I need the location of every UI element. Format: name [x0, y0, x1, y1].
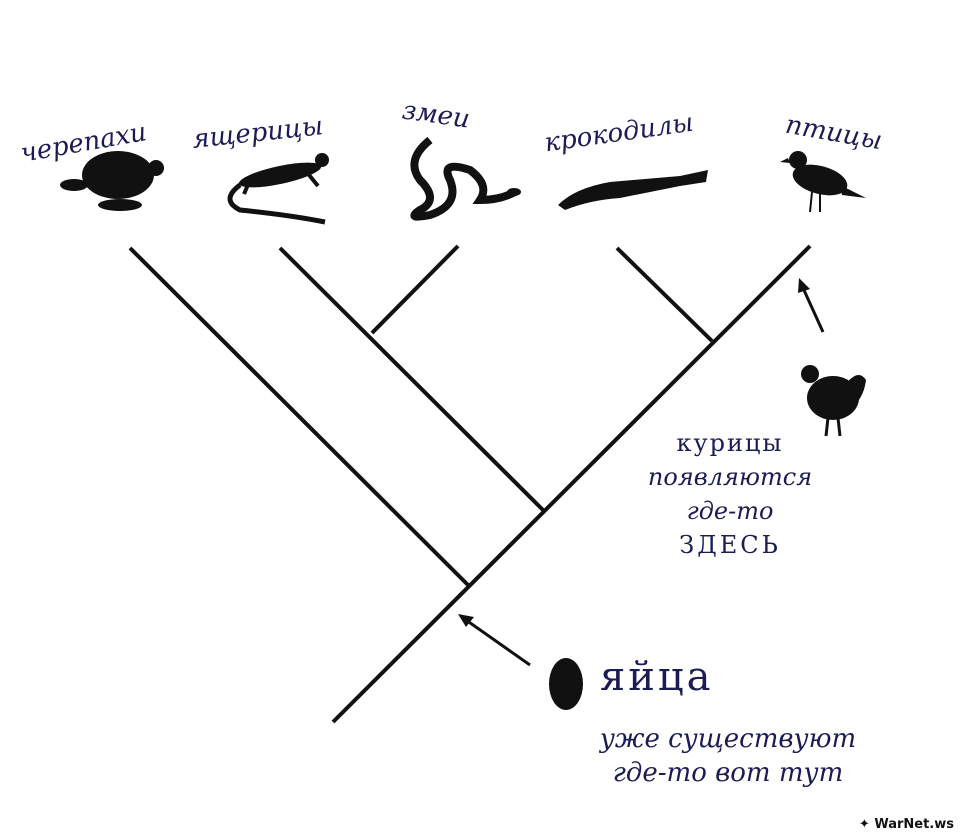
croc-branch	[615, 246, 714, 343]
watermark-logo-icon: ✦	[858, 817, 875, 832]
chicken-note-line4: ЗДЕСЬ	[679, 531, 781, 559]
egg-title: яйца	[600, 654, 714, 700]
lizard-branch	[278, 246, 545, 512]
egg-note-line2: где-то вот тут	[612, 758, 844, 788]
chicken-note-line2: появляются	[647, 463, 813, 491]
egg-arrow	[465, 618, 531, 667]
egg-note-line1: уже существуют	[599, 724, 857, 754]
chicken-note: курицы появляются где-то ЗДЕСЬ	[640, 426, 820, 562]
turtle-icon	[60, 151, 164, 211]
snake-branch	[370, 244, 460, 335]
chicken-note-line3: где-то	[686, 497, 774, 525]
egg-note: уже существуют где-то вот тут	[548, 722, 908, 790]
trunk-branch	[331, 244, 812, 724]
watermark-text: WarNet.ws	[874, 817, 954, 832]
chicken-arrow	[801, 287, 825, 333]
watermark: ✦ WarNet.ws	[859, 817, 954, 832]
egg-icon	[549, 658, 583, 710]
bird-icon	[780, 151, 866, 213]
snake-icon	[410, 136, 521, 221]
chicken-note-line1: курицы	[676, 429, 784, 457]
crocodile-icon	[558, 170, 708, 210]
chicken-icon	[801, 365, 866, 437]
lizard-icon	[227, 153, 329, 225]
turtle-branch	[128, 246, 470, 587]
